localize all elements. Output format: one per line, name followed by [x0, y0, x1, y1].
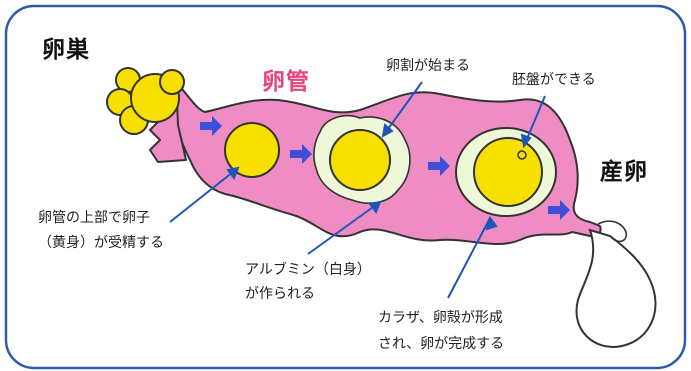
albumen-label-line2: が作られる: [245, 286, 315, 304]
fertilization-label-line2: （黄身）が受精する: [38, 235, 164, 253]
ovary-yolk-small4: [160, 70, 184, 94]
fertilization-label-line1: 卵管の上部で卵子: [38, 210, 150, 228]
shell-label-line2: され、卵が完成する: [378, 336, 504, 354]
blastoderm-icon: [518, 151, 526, 159]
yolk-stage-cleavage: [330, 130, 390, 190]
albumen-label-line1: アルブミン（白身）: [245, 262, 371, 280]
cleavage-label: 卵割が始まる: [386, 58, 470, 76]
shell-label-line1: カラザ、卵殻が形成: [378, 310, 503, 328]
oviduct-label: 卵管: [262, 68, 310, 97]
laying-label: 産卵: [600, 158, 648, 187]
blastoderm-label: 胚盤ができる: [512, 72, 596, 90]
yolk-stage-blastoderm: [474, 138, 542, 206]
ovary-label: 卵巣: [42, 36, 90, 65]
